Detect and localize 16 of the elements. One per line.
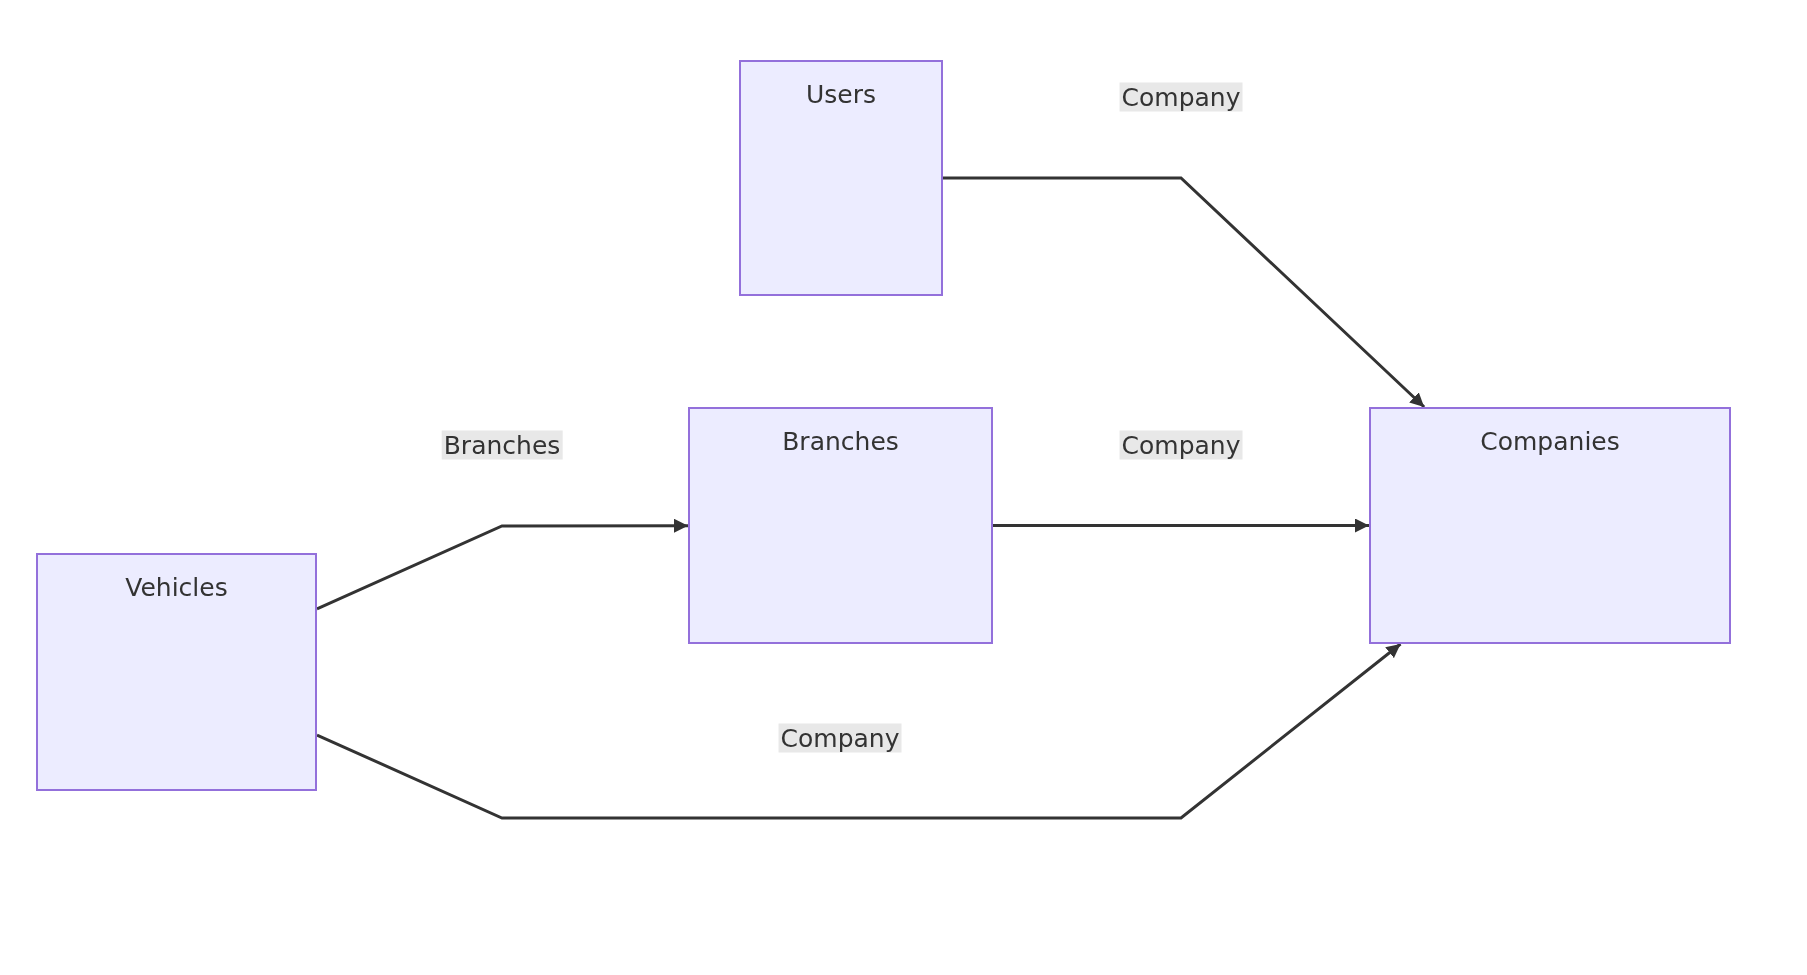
- arrow: [943, 176, 1426, 409]
- edge-label: Company: [1119, 430, 1243, 460]
- edge-label: Branches: [441, 430, 563, 460]
- entity-name: Branches: [782, 427, 899, 456]
- edge-label: Company: [778, 723, 902, 753]
- entity-name: Companies: [1480, 427, 1620, 456]
- arrow: [316, 518, 688, 611]
- entity-name: Vehicles: [125, 573, 228, 602]
- edge-label: Company: [1119, 82, 1243, 112]
- arrow: [316, 642, 1402, 820]
- entity-box: [688, 407, 993, 644]
- entity-box: [739, 60, 943, 296]
- arrow: [993, 518, 1369, 533]
- entity-name: Users: [806, 80, 876, 109]
- entity-box: [36, 553, 317, 791]
- entity-box: [1369, 407, 1731, 644]
